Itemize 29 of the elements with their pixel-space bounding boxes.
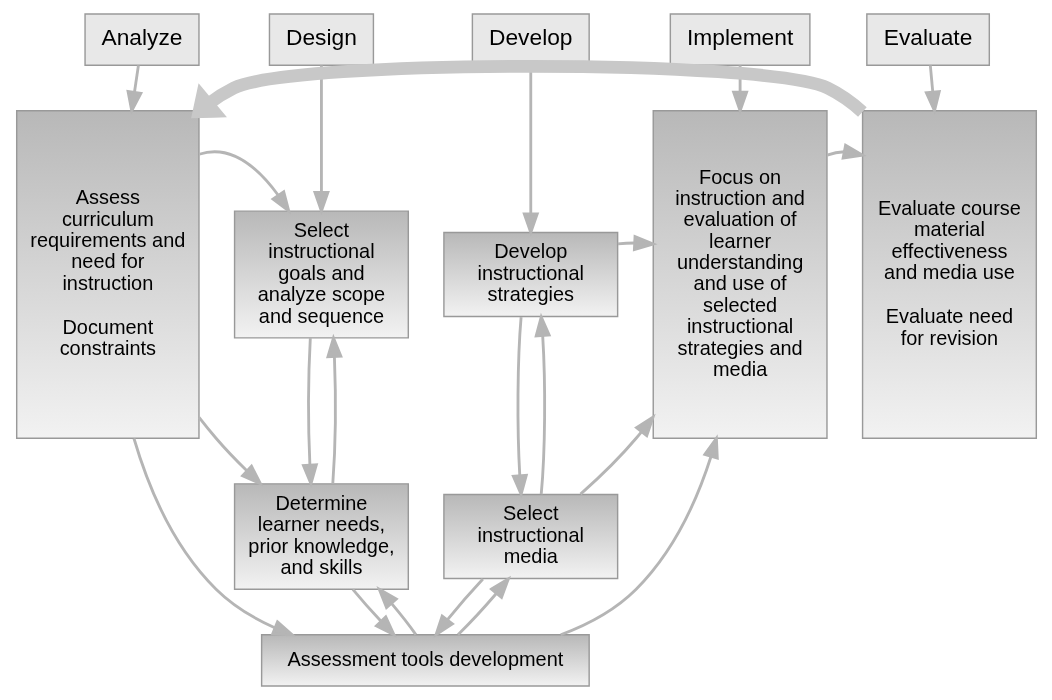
arrow: [432, 578, 484, 639]
arrow: [132, 438, 296, 637]
arrow: [923, 65, 941, 115]
arrow: [579, 413, 656, 496]
node-box: Design: [268, 13, 374, 66]
node-box: Select instructional goals and analyze scope and sequence: [233, 210, 409, 339]
node-box: Develop instructional strategies: [442, 231, 618, 318]
node-box: Select instructional media: [442, 493, 618, 580]
node-box: Evaluate course material effectiveness and media use Evaluate need for revision: [861, 110, 1037, 439]
arrow: [456, 575, 511, 636]
node-box: Focus on instruction and evaluation of learner understanding and use of selected instructional strategies and media: [652, 110, 828, 439]
arrow: [190, 59, 867, 119]
arrow: [533, 312, 551, 495]
arrow: [617, 234, 657, 252]
arrow: [325, 333, 343, 484]
arrow: [198, 150, 291, 215]
node-box: Determine learner needs, prior knowledge, and skills: [233, 483, 409, 590]
node-box: Evaluate: [865, 13, 990, 66]
node-box: Implement: [669, 13, 811, 66]
node-box: Analyze: [83, 13, 200, 66]
arrow: [351, 588, 397, 638]
node-box: Assess curriculum requirements and need for instruction Document constraints: [15, 110, 200, 439]
arrow: [125, 65, 143, 115]
arrow: [197, 416, 264, 487]
arrow: [300, 337, 318, 488]
arrow: [559, 434, 719, 637]
arrow: [375, 586, 417, 636]
node-box: Assessment tools development: [260, 634, 590, 687]
arrow: [826, 143, 867, 160]
